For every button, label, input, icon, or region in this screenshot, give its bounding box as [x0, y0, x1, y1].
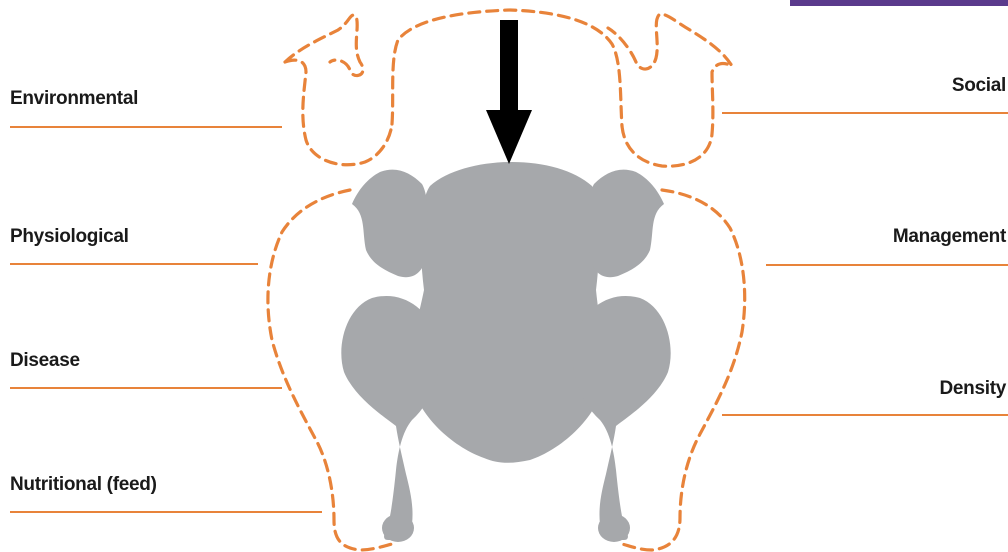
label-social: Social	[952, 75, 1006, 97]
rule-physiological	[10, 263, 258, 265]
label-management: Management	[893, 226, 1006, 248]
rule-management	[766, 264, 1008, 266]
label-environmental: Environmental	[10, 88, 138, 110]
rule-disease	[10, 387, 282, 389]
rule-nutritional	[10, 511, 322, 513]
down-arrow-icon	[486, 20, 532, 164]
bird-silhouette	[341, 162, 670, 542]
rule-environmental	[10, 126, 282, 128]
rule-density	[722, 414, 1008, 416]
label-density: Density	[939, 378, 1006, 400]
label-nutritional: Nutritional (feed)	[10, 474, 157, 496]
rule-social	[722, 112, 1008, 114]
label-physiological: Physiological	[10, 226, 129, 248]
label-disease: Disease	[10, 350, 80, 372]
